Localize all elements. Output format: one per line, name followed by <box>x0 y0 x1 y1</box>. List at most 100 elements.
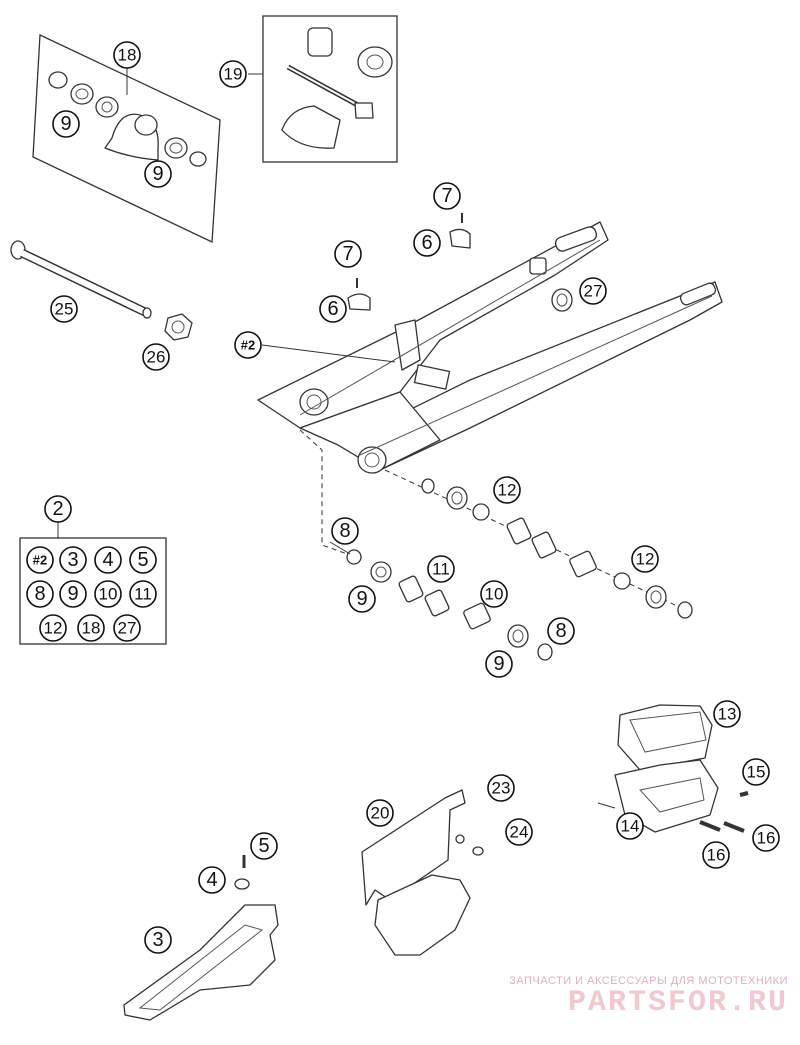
axle-nut <box>164 313 193 341</box>
kit-18-parts <box>48 71 207 167</box>
callout-label: 11 <box>432 560 450 579</box>
callout-26: 23 <box>487 774 515 802</box>
callout-18: 8 <box>547 617 575 645</box>
callout-label: 7 <box>441 185 452 207</box>
callout-1: 9 <box>52 110 80 138</box>
kit-item-label: 8 <box>34 583 45 605</box>
callout-label: 27 <box>584 282 603 301</box>
chain-guide-clamps <box>347 213 573 312</box>
callout-label: 23 <box>492 779 511 798</box>
callout-13: 8 <box>331 517 359 545</box>
callout-31: 3 <box>144 926 172 954</box>
callout-label: 9 <box>356 588 367 610</box>
callout-label: 26 <box>147 348 166 367</box>
kit-item-1: 3 <box>59 546 87 574</box>
callout-label: 8 <box>339 520 350 542</box>
kit-item-label: 4 <box>102 549 113 571</box>
kit-item-9: 18 <box>77 614 105 642</box>
assembly-axis-right <box>384 469 691 613</box>
assembly-axis-left <box>299 429 351 556</box>
callout-label: 9 <box>152 163 163 185</box>
kit-item-label: 27 <box>118 619 137 638</box>
kit-item-label: 9 <box>67 583 78 605</box>
watermark-brand: PARTSFOR.RU <box>567 986 788 1020</box>
callout-12: 12 <box>493 476 521 504</box>
callout-label: 25 <box>55 300 74 319</box>
callout-5: 6 <box>413 229 441 257</box>
callout-25: 16 <box>752 824 780 852</box>
callout-label: 14 <box>621 817 640 836</box>
kit-item-label: 12 <box>44 619 63 638</box>
callout-6: 7 <box>334 240 362 268</box>
callout-label: 16 <box>757 829 776 848</box>
callout-9: 25 <box>50 295 78 323</box>
callout-label: #2 <box>241 338 255 353</box>
pivot-axle <box>10 240 152 319</box>
watermark-subtitle: ЗАПЧАСТИ И АКСЕССУАРЫ ДЛЯ МОТОТЕХНИКИ <box>509 975 788 987</box>
chain-slider <box>123 855 279 1021</box>
watermark: ЗАПЧАСТИ И АКСЕССУАРЫ ДЛЯ МОТОТЕХНИКИ PA… <box>509 975 788 1019</box>
bearing-stack-upper <box>421 478 693 619</box>
callout-label: 4 <box>206 869 217 891</box>
callout-label: 3 <box>152 929 163 951</box>
chain-guard <box>361 789 484 956</box>
callout-24: 16 <box>702 841 730 869</box>
callout-label: 2 <box>52 498 63 520</box>
kit-item-label: 10 <box>99 585 118 604</box>
kit-item-label: 5 <box>137 549 148 571</box>
kit-item-label: 3 <box>67 549 78 571</box>
callout-14: 11 <box>427 555 455 583</box>
callout-21: 13 <box>713 700 741 728</box>
kit-item-3: 5 <box>129 546 157 574</box>
callout-17: 12 <box>631 545 659 573</box>
callout-label: 15 <box>747 763 766 782</box>
kit-item-2: 4 <box>94 546 122 574</box>
callout-label: 6 <box>327 298 338 320</box>
callout-label: 13 <box>718 705 737 724</box>
kit-item-label: 18 <box>82 619 101 638</box>
kit-item-5: 9 <box>59 580 87 608</box>
callout-label: 9 <box>493 653 504 675</box>
callout-2: 9 <box>144 160 172 188</box>
callout-label: 5 <box>258 835 269 857</box>
callout-8: 27 <box>579 277 607 305</box>
callout-4: 7 <box>433 182 461 210</box>
callout-label: 8 <box>555 620 566 642</box>
kit-item-6: 10 <box>94 580 122 608</box>
callout-label: 16 <box>707 846 726 865</box>
callout-27: 24 <box>505 818 533 846</box>
callout-16: 10 <box>480 580 508 608</box>
callout-23: 14 <box>616 812 644 840</box>
kit-item-8: 12 <box>39 614 67 642</box>
callout-label: 12 <box>498 481 517 500</box>
kit-item-0: #2 <box>26 546 54 574</box>
kit-item-7: 11 <box>129 580 157 608</box>
callout-22: 15 <box>742 758 770 786</box>
callout-label: 7 <box>342 243 353 265</box>
callout-10: 26 <box>142 343 170 371</box>
callout-label: 24 <box>510 823 529 842</box>
callout-19: 9 <box>485 650 513 678</box>
callout-30: 4 <box>198 866 226 894</box>
kit-19-parts <box>281 27 393 149</box>
callout-label: 20 <box>371 804 390 823</box>
callout-11: #2 <box>234 331 262 359</box>
kit-item-label: 11 <box>134 585 152 604</box>
callout-15: 9 <box>348 585 376 613</box>
callout-label: 19 <box>224 65 243 84</box>
kit-item-10: 27 <box>113 614 141 642</box>
callout-label: 12 <box>636 550 655 569</box>
kit-item-label: #2 <box>33 553 47 568</box>
kit-item-4: 8 <box>26 580 54 608</box>
swingarm <box>257 221 723 474</box>
callout-label: 18 <box>118 46 137 65</box>
callout-label: 9 <box>60 113 71 135</box>
callout-0: 18 <box>113 41 141 69</box>
callout-20: 2 <box>44 495 72 523</box>
callout-3: 19 <box>219 60 247 88</box>
callout-28: 20 <box>366 799 394 827</box>
